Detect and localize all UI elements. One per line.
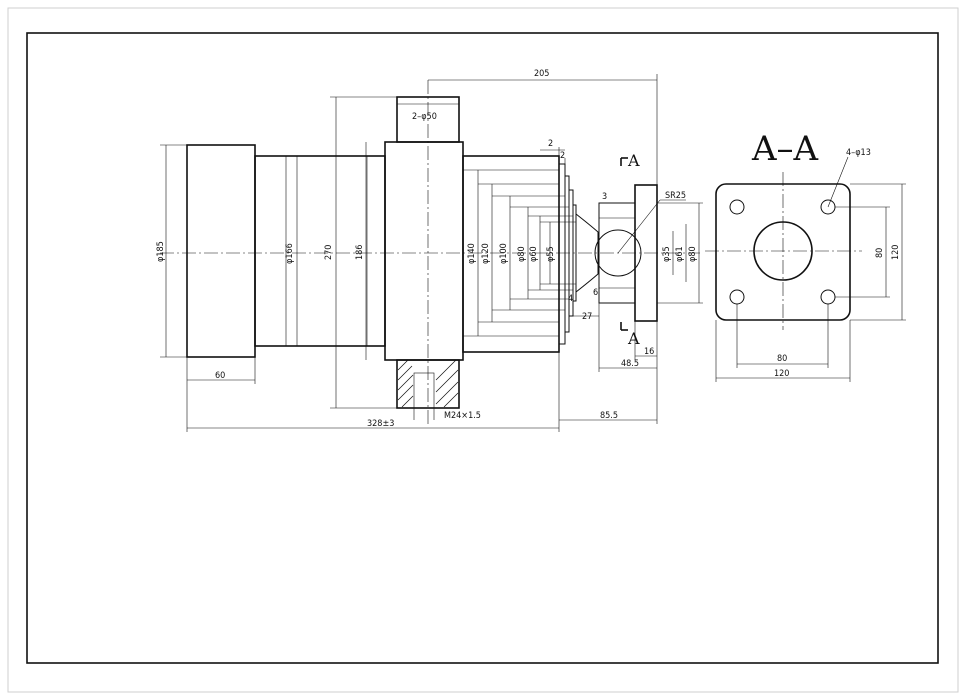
dim-2-second: 2: [560, 151, 565, 161]
boss-hatching: [397, 359, 459, 408]
main-dimensions: [160, 74, 703, 432]
section-view-a-a: A–A: [705, 129, 906, 382]
dim-phi80-right: φ80: [688, 246, 698, 262]
dim-3: 3: [602, 192, 607, 202]
dim-205: 205: [534, 69, 549, 79]
dim-m24: M24×1.5: [444, 411, 481, 421]
dim-square-80-h: 80: [777, 354, 787, 364]
dim-60: 60: [215, 371, 225, 381]
dim-phi100: φ100: [499, 243, 509, 264]
dimension-labels: 205 2–φ50 2 2 3 4 6 27 SR25 φ185 φ166 27…: [156, 69, 901, 429]
dim-phi120: φ120: [481, 243, 491, 264]
dim-square-120-h: 120: [774, 369, 789, 379]
dim-48-5: 48.5: [621, 359, 639, 369]
section-marker-top: A: [620, 151, 640, 170]
dim-square-80-v: 80: [875, 248, 885, 258]
main-body-view: [160, 80, 700, 425]
dim-6: 6: [593, 288, 598, 298]
dim-4-holes-13: 4–φ13: [846, 148, 871, 158]
section-title: A–A: [751, 129, 819, 169]
dim-2-top: 2: [548, 139, 553, 149]
dim-phi61: φ61: [675, 246, 685, 262]
sheet-frame: [26, 32, 939, 664]
dim-85-5: 85.5: [600, 411, 618, 421]
section-marker-bottom-label: A: [627, 329, 640, 348]
dim-27: 27: [582, 312, 592, 322]
dim-phi166: φ166: [285, 243, 295, 264]
dim-phi60: φ60: [529, 246, 539, 262]
dim-phi185: φ185: [156, 241, 166, 262]
dim-4: 4: [568, 294, 573, 304]
sheet-outer-border: [7, 7, 959, 693]
dim-phi140: φ140: [467, 243, 477, 264]
dim-phi55: φ55: [546, 246, 556, 262]
dim-square-120-v: 120: [891, 245, 901, 260]
dim-hole-2-50: 2–φ50: [412, 112, 437, 122]
dim-16: 16: [644, 347, 654, 357]
dim-270: 270: [324, 245, 334, 260]
dim-186: 186: [355, 245, 365, 260]
dim-phi80: φ80: [517, 246, 527, 262]
dim-phi35: φ35: [662, 246, 672, 262]
dim-328: 328±3: [367, 419, 394, 429]
section-marker-bottom: A: [620, 322, 640, 348]
dim-sr25: SR25: [665, 191, 686, 201]
section-marker-top-label: A: [627, 151, 640, 170]
